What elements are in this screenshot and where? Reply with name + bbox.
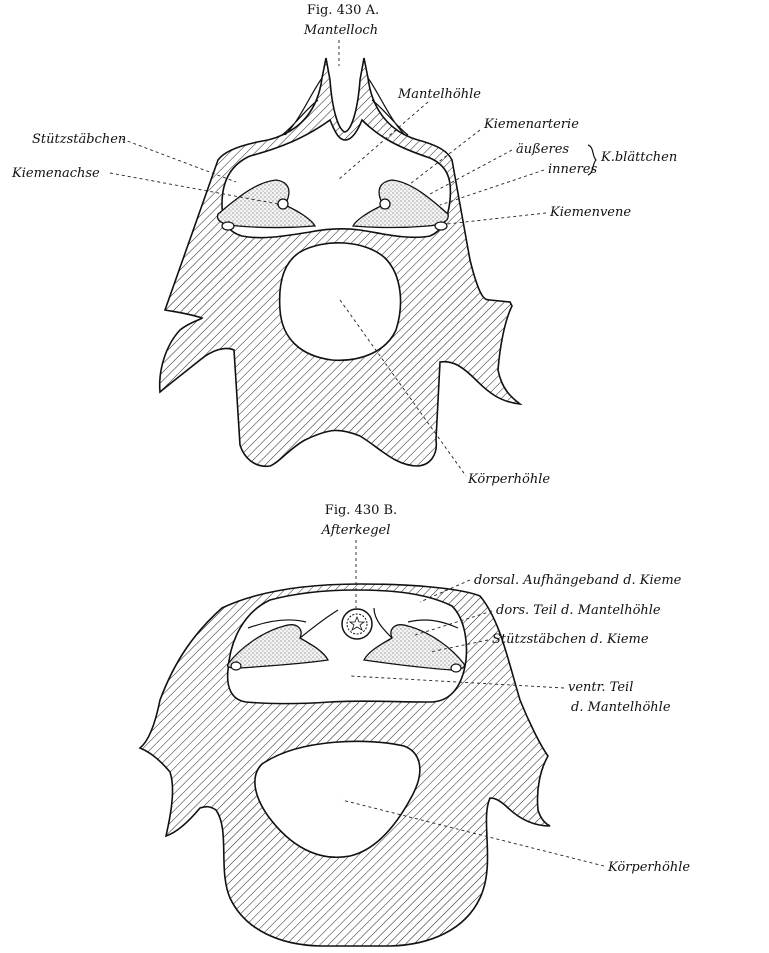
label-koerperhoehle-a: Körperhöhle — [467, 472, 550, 487]
fig-a-gill-vein-right — [435, 222, 447, 230]
figure-b: Fig. 430 B. Afterkegel dorsal. Aufhängeb… — [140, 503, 690, 946]
label-dorsal-aufhaengeband: dorsal. Aufhängeband d. Kieme — [474, 573, 682, 588]
label-ventr-teil-line2: d. Mantelhöhle — [571, 700, 671, 715]
label-inneres: inneres — [548, 162, 598, 177]
label-kiemenarterie: Kiemenarterie — [483, 117, 579, 132]
fig-b-gill-vessel-right — [451, 664, 461, 672]
fig-b-title: Fig. 430 B. — [325, 503, 397, 518]
fig-b-gill-vessel-left — [231, 662, 241, 670]
label-kiemenachse: Kiemenachse — [11, 166, 100, 181]
figure-a: Fig. 430 A. Mantelloch Mantelhöhle Stütz… — [11, 3, 677, 487]
label-aeusseres: äußeres — [516, 142, 569, 157]
fig-a-title: Fig. 430 A. — [307, 3, 379, 18]
label-kblaettchen: K.blättchen — [600, 150, 677, 165]
label-dors-teil: dors. Teil d. Mantelhöhle — [496, 603, 661, 618]
fig-b-subtitle-afterkegel: Afterkegel — [321, 523, 391, 538]
label-stuetzstaebchen-kieme: Stützstäbchen d. Kieme — [492, 632, 649, 647]
fig-a-gill-axis-right — [380, 199, 390, 209]
label-koerperhoehle-b: Körperhöhle — [607, 860, 690, 875]
label-kiemenvene: Kiemenvene — [549, 205, 631, 220]
label-stuetzstaebchen: Stützstäbchen — [32, 132, 126, 147]
label-mantelhoehle: Mantelhöhle — [397, 87, 481, 102]
label-ventr-teil-line1: ventr. Teil — [568, 680, 633, 695]
fig-a-gill-vein-left — [222, 222, 234, 230]
fig-a-gill-axis-left — [278, 199, 288, 209]
fig-a-subtitle-mantelloch: Mantelloch — [303, 23, 378, 38]
fig-a-body-cavity — [280, 243, 401, 360]
